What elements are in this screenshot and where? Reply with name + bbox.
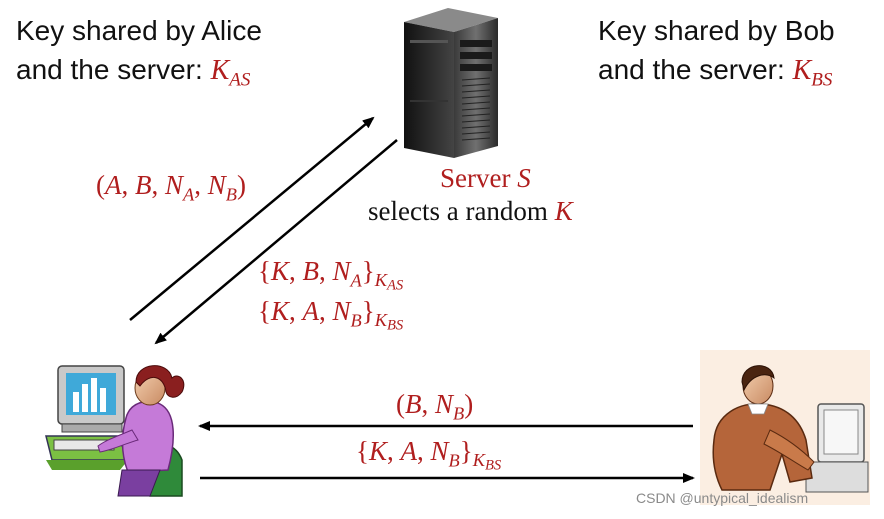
alice-key-symbol: KAS [210,55,251,91]
arrow-alice-to-server [129,116,375,321]
bob-key-line2: and the server: KBS [598,54,833,91]
bob-key-line1: Key shared by Bob [598,15,835,46]
bob-icon [700,350,870,505]
server-icon [404,8,498,158]
server-label: Server S [440,163,531,193]
arrow-server-to-alice [154,139,398,345]
bob-key-symbol: KBS [792,55,833,91]
message-2-alice-ticket: {K, B, NA}KAS [258,256,404,295]
message-3-bob-ticket: {K, A, NB}KBS [258,296,404,335]
server-action: selects a random K [368,196,573,226]
watermark: CSDN @untypical_idealism [636,490,809,506]
message-1-request: (A, B, NA, NB) [96,170,246,205]
alice-key-line2: and the server: KAS [16,54,251,91]
alice-key-line1: Key shared by Alice [16,15,262,46]
alice-icon [45,365,185,497]
message-bob-nonce: (B, NB) [396,389,474,424]
message-alice-forward-ticket: {K, A, NB}KBS [356,436,502,475]
